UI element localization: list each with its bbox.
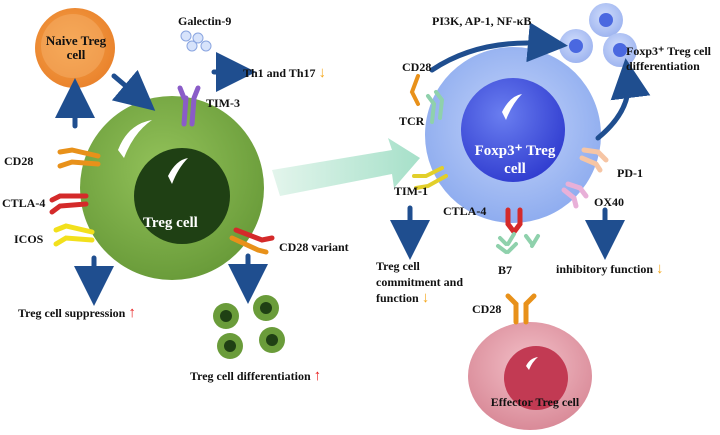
tcr-label: TCR	[399, 114, 425, 128]
transition-arrow	[272, 138, 420, 196]
ctla4-right-label: CTLA-4	[443, 204, 487, 218]
pd1-receptor	[579, 147, 609, 173]
suppression-text: Treg cell suppression	[18, 306, 126, 320]
ox40-label: OX40	[594, 195, 624, 209]
treg-cell	[80, 96, 264, 280]
naive-treg-cell	[35, 8, 115, 88]
cd28-tcr-receptor	[409, 74, 445, 124]
foxp3-treg-label: Foxp3⁺ Treg cell	[474, 143, 556, 177]
decrease-indicator: ↓	[421, 290, 430, 306]
ctla4-foxp3-receptor	[505, 207, 523, 235]
galectin9-label: Galectin-9	[178, 14, 232, 28]
treg-cell-label: Treg cell	[143, 215, 198, 231]
effector-treg-label: Effector Treg cell	[490, 395, 580, 409]
icos-label: ICOS	[14, 232, 44, 246]
cd28-effector-receptor	[505, 293, 537, 325]
naive-treg-label: Naive Treg cell	[45, 33, 107, 62]
flow-arrows	[55, 22, 651, 306]
commitment-label: Treg cell commitment and function ↓	[376, 258, 486, 306]
cd28-left-label: CD28	[4, 154, 34, 168]
differentiated-treg-cells	[213, 295, 285, 359]
cd28-variant-label: CD28 variant	[279, 240, 349, 254]
th1-th17-label: Th1 and Th17 ↓	[243, 65, 327, 81]
foxp3-treg-cell	[425, 47, 601, 223]
tim1-label: TIM-1	[394, 184, 428, 198]
th1-th17-text: Th1 and Th17	[243, 66, 316, 80]
pd1-label: PD-1	[617, 166, 643, 180]
foxp3-differentiation-label: Foxp3⁺ Treg cell differentiation	[626, 44, 711, 73]
tim3-receptor	[177, 85, 201, 127]
increase-indicator: ↑	[313, 368, 322, 384]
decrease-indicator: ↓	[318, 65, 327, 81]
galectin-9-molecules	[180, 30, 212, 52]
icos-receptor	[53, 223, 95, 247]
cd28-right-label: CD28	[402, 60, 432, 74]
inhibitory-label: inhibitory function ↓	[556, 261, 664, 277]
differentiation-text: Treg cell differentiation	[190, 369, 311, 383]
cd28-variant-receptor	[229, 227, 275, 255]
decrease-indicator: ↓	[656, 261, 664, 277]
ox40-receptor	[561, 181, 589, 209]
ctla4-receptor	[49, 193, 89, 215]
inhibitory-text: inhibitory function	[556, 262, 654, 276]
tim3-label: TIM-3	[206, 96, 240, 110]
cd28-effector-label: CD28	[472, 302, 502, 316]
commitment-text: Treg cell commitment and function	[376, 259, 463, 305]
cd28-receptor	[57, 147, 101, 169]
b7-label: B7	[498, 263, 513, 277]
effector-treg-cell	[468, 322, 592, 430]
pathway-label: PI3K, AP-1, NF-κB	[432, 14, 532, 28]
suppression-label: Treg cell suppression ↑	[18, 305, 136, 321]
b7-ligand	[496, 232, 540, 254]
increase-indicator: ↑	[128, 305, 136, 321]
differentiation-label: Treg cell differentiation ↑	[190, 368, 322, 384]
ctla4-left-label: CTLA-4	[2, 196, 46, 210]
tim1-receptor	[412, 166, 448, 190]
